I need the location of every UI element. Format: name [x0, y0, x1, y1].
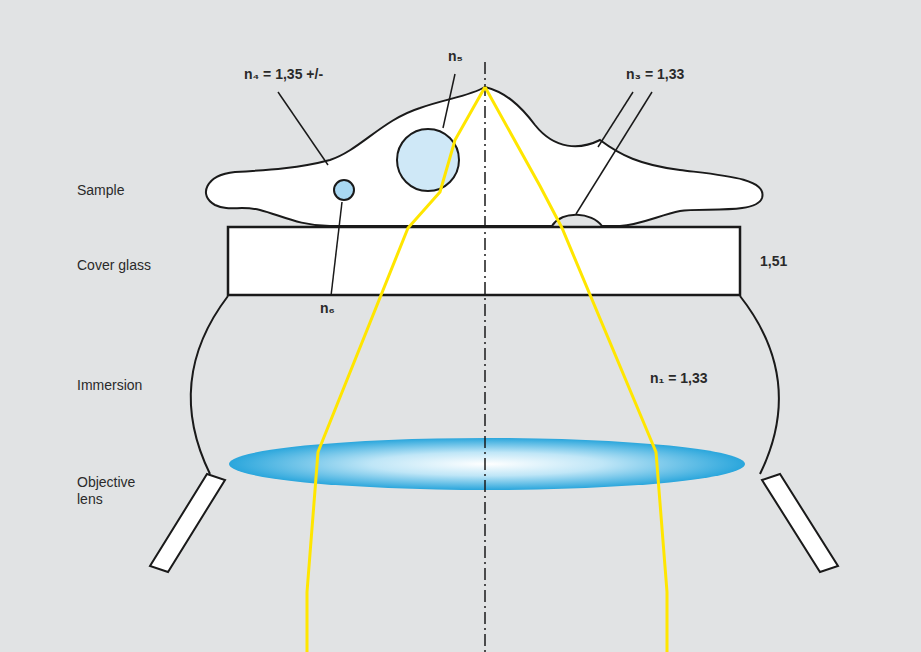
optical-axis — [484, 62, 486, 652]
refractive-index: n₅ — [448, 48, 463, 65]
objective-housing — [762, 474, 838, 572]
refractive-index: n₆ — [320, 300, 335, 317]
drop-edge — [191, 296, 228, 474]
layer-label: Cover glass — [77, 257, 151, 274]
layer-label: Immersion — [77, 377, 142, 394]
refractive-index: n₃ = 1,33 — [626, 66, 684, 83]
leader-line — [331, 202, 342, 296]
leader-line — [443, 74, 455, 128]
refractive-index: 1,51 — [760, 253, 787, 270]
refractive-index: n₄ = 1,35 +/- — [244, 66, 323, 83]
cover-glass — [228, 227, 740, 295]
leader-line — [598, 92, 633, 147]
refractive-index: n₁ = 1,33 — [650, 370, 708, 387]
layer-label: Objective lens — [77, 474, 157, 508]
cell-outline — [206, 87, 763, 226]
layer-label: Sample — [77, 182, 124, 199]
drop-edge — [740, 296, 779, 474]
light-ray — [307, 87, 485, 652]
leader-line — [278, 92, 328, 165]
vesicle — [334, 180, 354, 200]
leader-line — [576, 92, 652, 214]
immersion-drop: n₁ = 1,33 — [170, 296, 800, 474]
light-ray — [485, 87, 667, 652]
objective-housing — [150, 474, 225, 572]
objective-lens — [229, 438, 745, 490]
